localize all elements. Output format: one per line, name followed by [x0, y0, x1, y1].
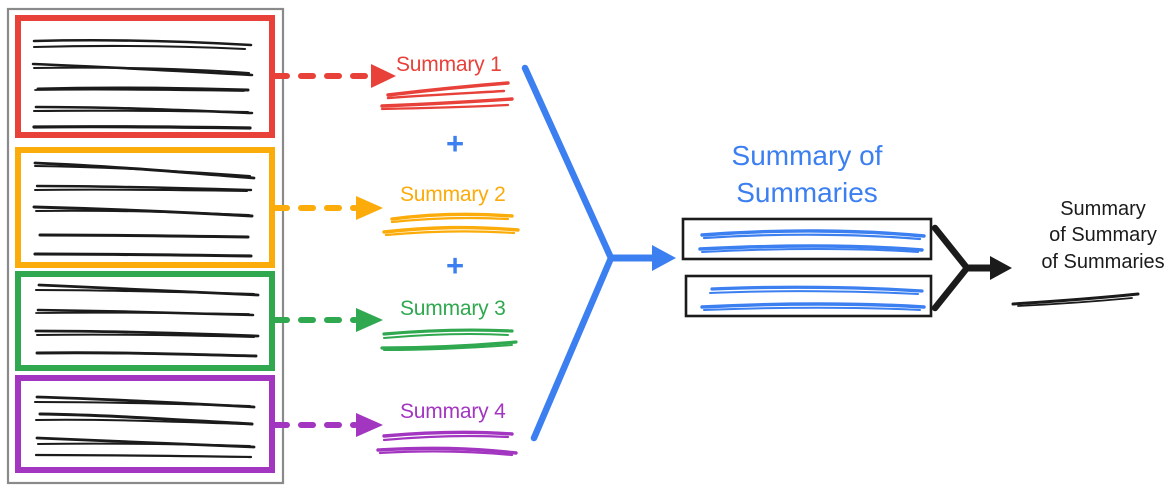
chunk-1-border — [15, 15, 275, 138]
chunk-1-text-lines — [31, 38, 254, 130]
black-merge-arrow — [931, 224, 1012, 312]
chunk-4-text-lines — [33, 395, 256, 459]
chunk-2-text-lines — [32, 161, 256, 258]
dashed-arrow-2 — [272, 196, 383, 220]
final-output-label: Summary of Summary of Summaries — [1018, 196, 1170, 275]
final-label-line-3: of Summaries — [1041, 250, 1165, 273]
dashed-arrow-4 — [272, 413, 383, 437]
plus-sign-2: + — [446, 248, 465, 283]
summary-2-label: Summary 2 — [400, 183, 506, 206]
summary-4-lines — [376, 430, 518, 457]
sos-box-2 — [684, 274, 933, 318]
summary-1-lines — [380, 81, 514, 111]
summary-1-label: Summary 1 — [396, 53, 502, 76]
final-label-line-1: Summary — [1060, 198, 1146, 220]
summary-3-lines — [380, 328, 518, 351]
chunk-4 — [15, 375, 275, 473]
chunk-2 — [15, 147, 275, 268]
chunk-3-text-lines — [34, 283, 260, 358]
final-output-line — [1011, 292, 1140, 307]
chunk-3 — [15, 271, 275, 371]
sos-title-line-2: Summaries — [736, 176, 878, 208]
summary-2-lines — [382, 212, 520, 237]
plus-sign-1: + — [446, 126, 465, 161]
summary-3-label: Summary 3 — [400, 297, 506, 320]
summary-4-label: Summary 4 — [400, 400, 506, 423]
chunk-1 — [15, 15, 275, 138]
blue-merge-arrow — [521, 64, 676, 442]
dashed-arrow-3 — [272, 308, 383, 332]
source-documents-group-border — [6, 7, 285, 485]
final-label-line-2: of Summary — [1049, 224, 1157, 247]
dashed-arrow-1 — [272, 64, 396, 88]
sos-box-1 — [681, 217, 933, 261]
summary-of-summaries-title: Summary of Summaries — [677, 138, 937, 212]
sos-title-line-1: Summary of — [731, 140, 883, 171]
